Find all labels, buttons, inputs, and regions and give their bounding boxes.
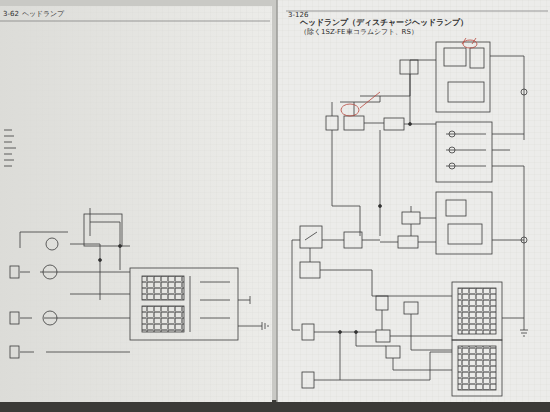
page-heading: ヘッドランプ xyxy=(22,11,64,19)
page-title: ヘッドランプ（ディスチャージヘッドランプ） xyxy=(300,19,468,28)
page-number: 3-62 xyxy=(3,11,19,19)
page-subtitle: （除く1SZ-FE車コラムシフト、RS） xyxy=(300,29,418,37)
page-number: 3-126 xyxy=(288,12,308,20)
